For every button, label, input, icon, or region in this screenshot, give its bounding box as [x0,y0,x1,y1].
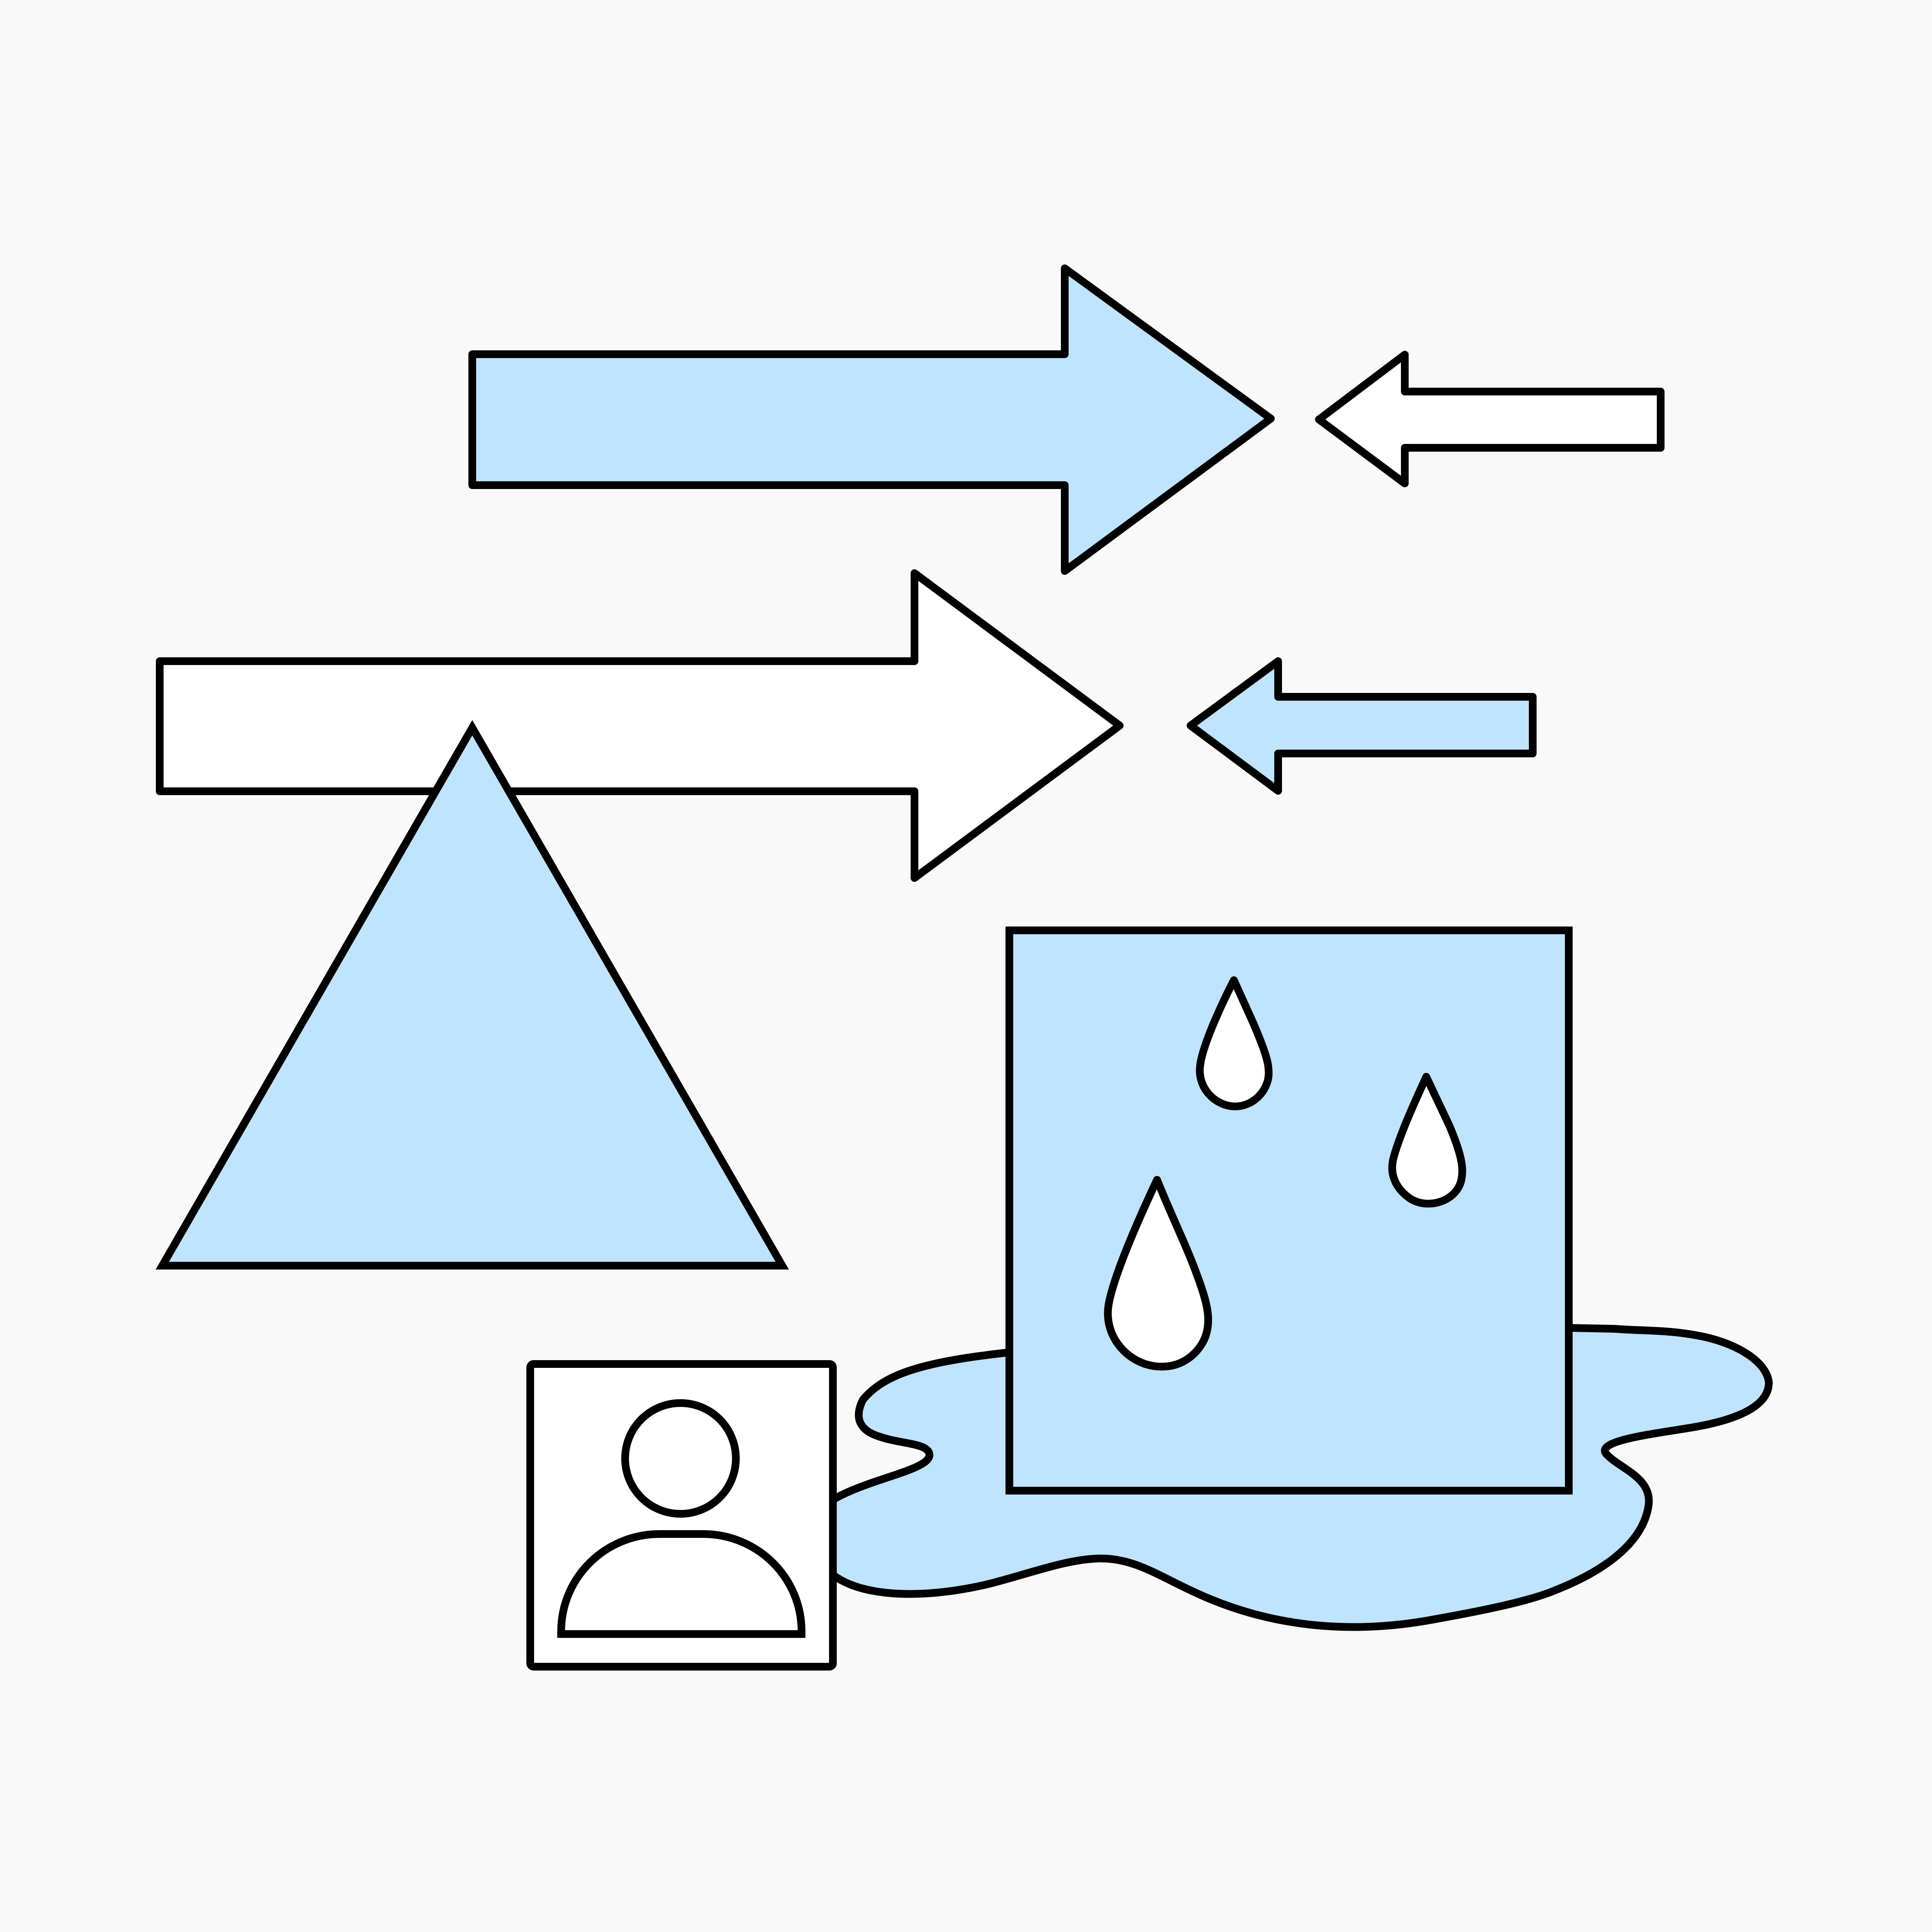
arrow-right-icon [156,569,1124,882]
arrow-left-icon [1187,657,1537,795]
square-icon [1005,927,1573,1495]
user-head-icon [621,1399,740,1518]
arrow-left-icon [1315,351,1665,487]
triangle-icon [155,720,789,1270]
droplet-icon [1104,1176,1212,1371]
user-icon [557,1530,805,1638]
arrow-right-icon [468,264,1275,575]
droplet-icon [1388,1073,1466,1208]
droplet-icon [1196,976,1273,1111]
